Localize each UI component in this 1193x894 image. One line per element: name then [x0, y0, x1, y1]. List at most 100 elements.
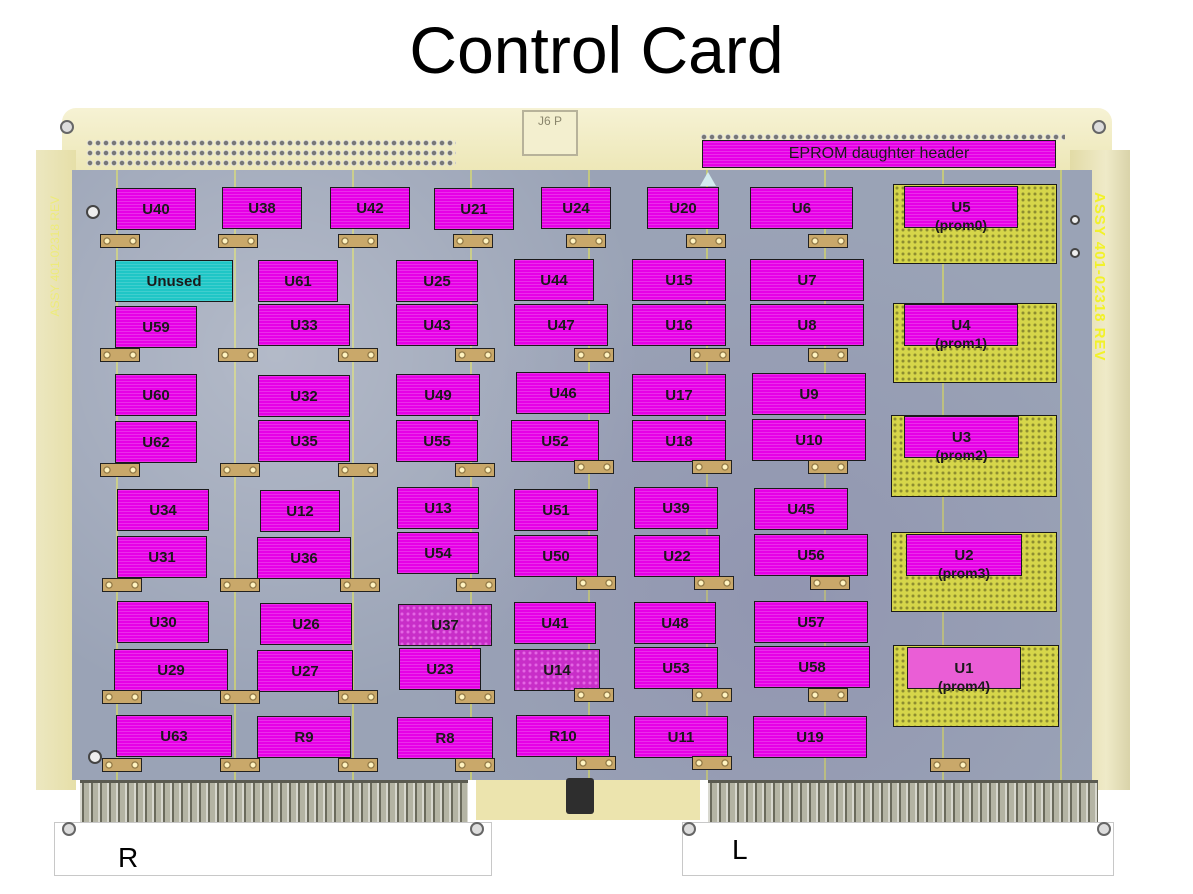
- via-ring-icon: [88, 750, 102, 764]
- chip-u21[interactable]: U21: [434, 188, 514, 230]
- prom-name: (prom0): [934, 217, 988, 233]
- chip-u41[interactable]: U41: [514, 602, 596, 644]
- prom-name: (prom1): [934, 335, 988, 351]
- capacitor-icon: [808, 348, 848, 362]
- chip-u56[interactable]: U56: [754, 534, 868, 576]
- chip-u14[interactable]: U14: [514, 649, 600, 691]
- chip-u52[interactable]: U52: [511, 420, 599, 462]
- chip-u46[interactable]: U46: [516, 372, 610, 414]
- resistor-r10[interactable]: R10: [516, 715, 610, 757]
- resistor-r8[interactable]: R8: [397, 717, 493, 759]
- chip-u16[interactable]: U16: [632, 304, 726, 346]
- chip-u22[interactable]: U22: [634, 535, 720, 577]
- chip-u57[interactable]: U57: [754, 601, 868, 643]
- assembly-number-label: ASSY 401-02318 REV: [1091, 192, 1108, 362]
- capacitor-icon: [690, 348, 730, 362]
- capacitor-icon: [930, 758, 970, 772]
- board-left-edge: [36, 150, 76, 790]
- chip-u30[interactable]: U30: [117, 601, 209, 643]
- chip-u42[interactable]: U42: [330, 187, 410, 229]
- chip-u19[interactable]: U19: [753, 716, 867, 758]
- chip-unused[interactable]: Unused: [115, 260, 233, 302]
- chip-u27[interactable]: U27: [257, 650, 353, 692]
- resistor-r9[interactable]: R9: [257, 716, 351, 758]
- connector-l-housing[interactable]: [682, 822, 1114, 876]
- transistor-icon: [566, 778, 594, 814]
- connector-r-housing[interactable]: [54, 822, 492, 876]
- chip-u15[interactable]: U15: [632, 259, 726, 301]
- chip-u23[interactable]: U23: [399, 648, 481, 690]
- chip-u45[interactable]: U45: [754, 488, 848, 530]
- connector-r-label: R: [118, 842, 139, 873]
- chip-u47[interactable]: U47: [514, 304, 608, 346]
- capacitor-icon: [808, 688, 848, 702]
- chip-u13[interactable]: U13: [397, 487, 479, 529]
- chip-u25[interactable]: U25: [396, 260, 478, 302]
- chip-u61[interactable]: U61: [258, 260, 338, 302]
- chip-u51[interactable]: U51: [514, 489, 598, 531]
- chip-u53[interactable]: U53: [634, 647, 718, 689]
- capacitor-icon: [692, 756, 732, 770]
- chip-u63[interactable]: U63: [116, 715, 232, 757]
- chip-u8[interactable]: U8: [750, 304, 864, 346]
- prom-u3[interactable]: U3 (prom2): [904, 416, 1019, 463]
- capacitor-icon: [453, 234, 493, 248]
- chip-u32[interactable]: U32: [258, 375, 350, 417]
- chip-u54[interactable]: U54: [397, 532, 479, 574]
- chip-u40[interactable]: U40: [116, 188, 196, 230]
- chip-u62[interactable]: U62: [115, 421, 197, 463]
- chip-u18[interactable]: U18: [632, 420, 726, 462]
- chip-u55[interactable]: U55: [396, 420, 478, 462]
- chip-u24[interactable]: U24: [541, 187, 611, 229]
- chip-u60[interactable]: U60: [115, 374, 197, 416]
- chip-u29[interactable]: U29: [114, 649, 228, 691]
- chip-u39[interactable]: U39: [634, 487, 718, 529]
- chip-u12[interactable]: U12: [260, 490, 340, 532]
- chip-u6[interactable]: U6: [750, 187, 853, 229]
- prom-id: U3: [951, 429, 972, 446]
- prom-name: (prom4): [937, 678, 991, 694]
- chip-u31[interactable]: U31: [117, 536, 207, 578]
- chip-u17[interactable]: U17: [632, 374, 726, 416]
- chip-u48[interactable]: U48: [634, 602, 716, 644]
- screw-icon: [682, 822, 696, 836]
- capacitor-icon: [220, 578, 260, 592]
- chip-u50[interactable]: U50: [514, 535, 598, 577]
- chip-u38[interactable]: U38: [222, 187, 302, 229]
- capacitor-icon: [338, 758, 378, 772]
- screw-icon: [470, 822, 484, 836]
- chip-u58[interactable]: U58: [754, 646, 870, 688]
- chip-u36[interactable]: U36: [257, 537, 351, 579]
- prom-u1[interactable]: U1 (prom4): [907, 647, 1021, 694]
- capacitor-icon: [810, 576, 850, 590]
- capacitor-icon: [686, 234, 726, 248]
- prom-u4[interactable]: U4 (prom1): [904, 304, 1018, 351]
- chip-u33[interactable]: U33: [258, 304, 350, 346]
- chip-u26[interactable]: U26: [260, 603, 352, 645]
- chip-u34[interactable]: U34: [117, 489, 209, 531]
- prom-u2[interactable]: U2 (prom3): [906, 534, 1022, 581]
- chip-u20[interactable]: U20: [647, 187, 719, 229]
- prom-u5[interactable]: U5 (prom0): [904, 186, 1018, 233]
- chip-u11[interactable]: U11: [634, 716, 728, 758]
- chip-u37[interactable]: U37: [398, 604, 492, 646]
- capacitor-icon: [340, 578, 380, 592]
- chip-u49[interactable]: U49: [396, 374, 480, 416]
- chip-u43[interactable]: U43: [396, 304, 478, 346]
- page-title: Control Card: [409, 13, 784, 87]
- chip-u7[interactable]: U7: [750, 259, 864, 301]
- connector-l-label: L: [732, 834, 748, 865]
- chip-u44[interactable]: U44: [514, 259, 594, 301]
- capacitor-icon: [220, 690, 260, 704]
- chip-u9[interactable]: U9: [752, 373, 866, 415]
- chip-u59[interactable]: U59: [115, 306, 197, 348]
- eprom-daughter-header[interactable]: EPROM daughter header: [702, 140, 1056, 168]
- chip-u35[interactable]: U35: [258, 420, 350, 462]
- chip-u10[interactable]: U10: [752, 419, 866, 461]
- capacitor-icon: [218, 348, 258, 362]
- pin1-arrow-icon: [700, 172, 716, 186]
- capacitor-icon: [102, 578, 142, 592]
- capacitor-icon: [220, 463, 260, 477]
- screw-icon: [62, 822, 76, 836]
- capacitor-icon: [220, 758, 260, 772]
